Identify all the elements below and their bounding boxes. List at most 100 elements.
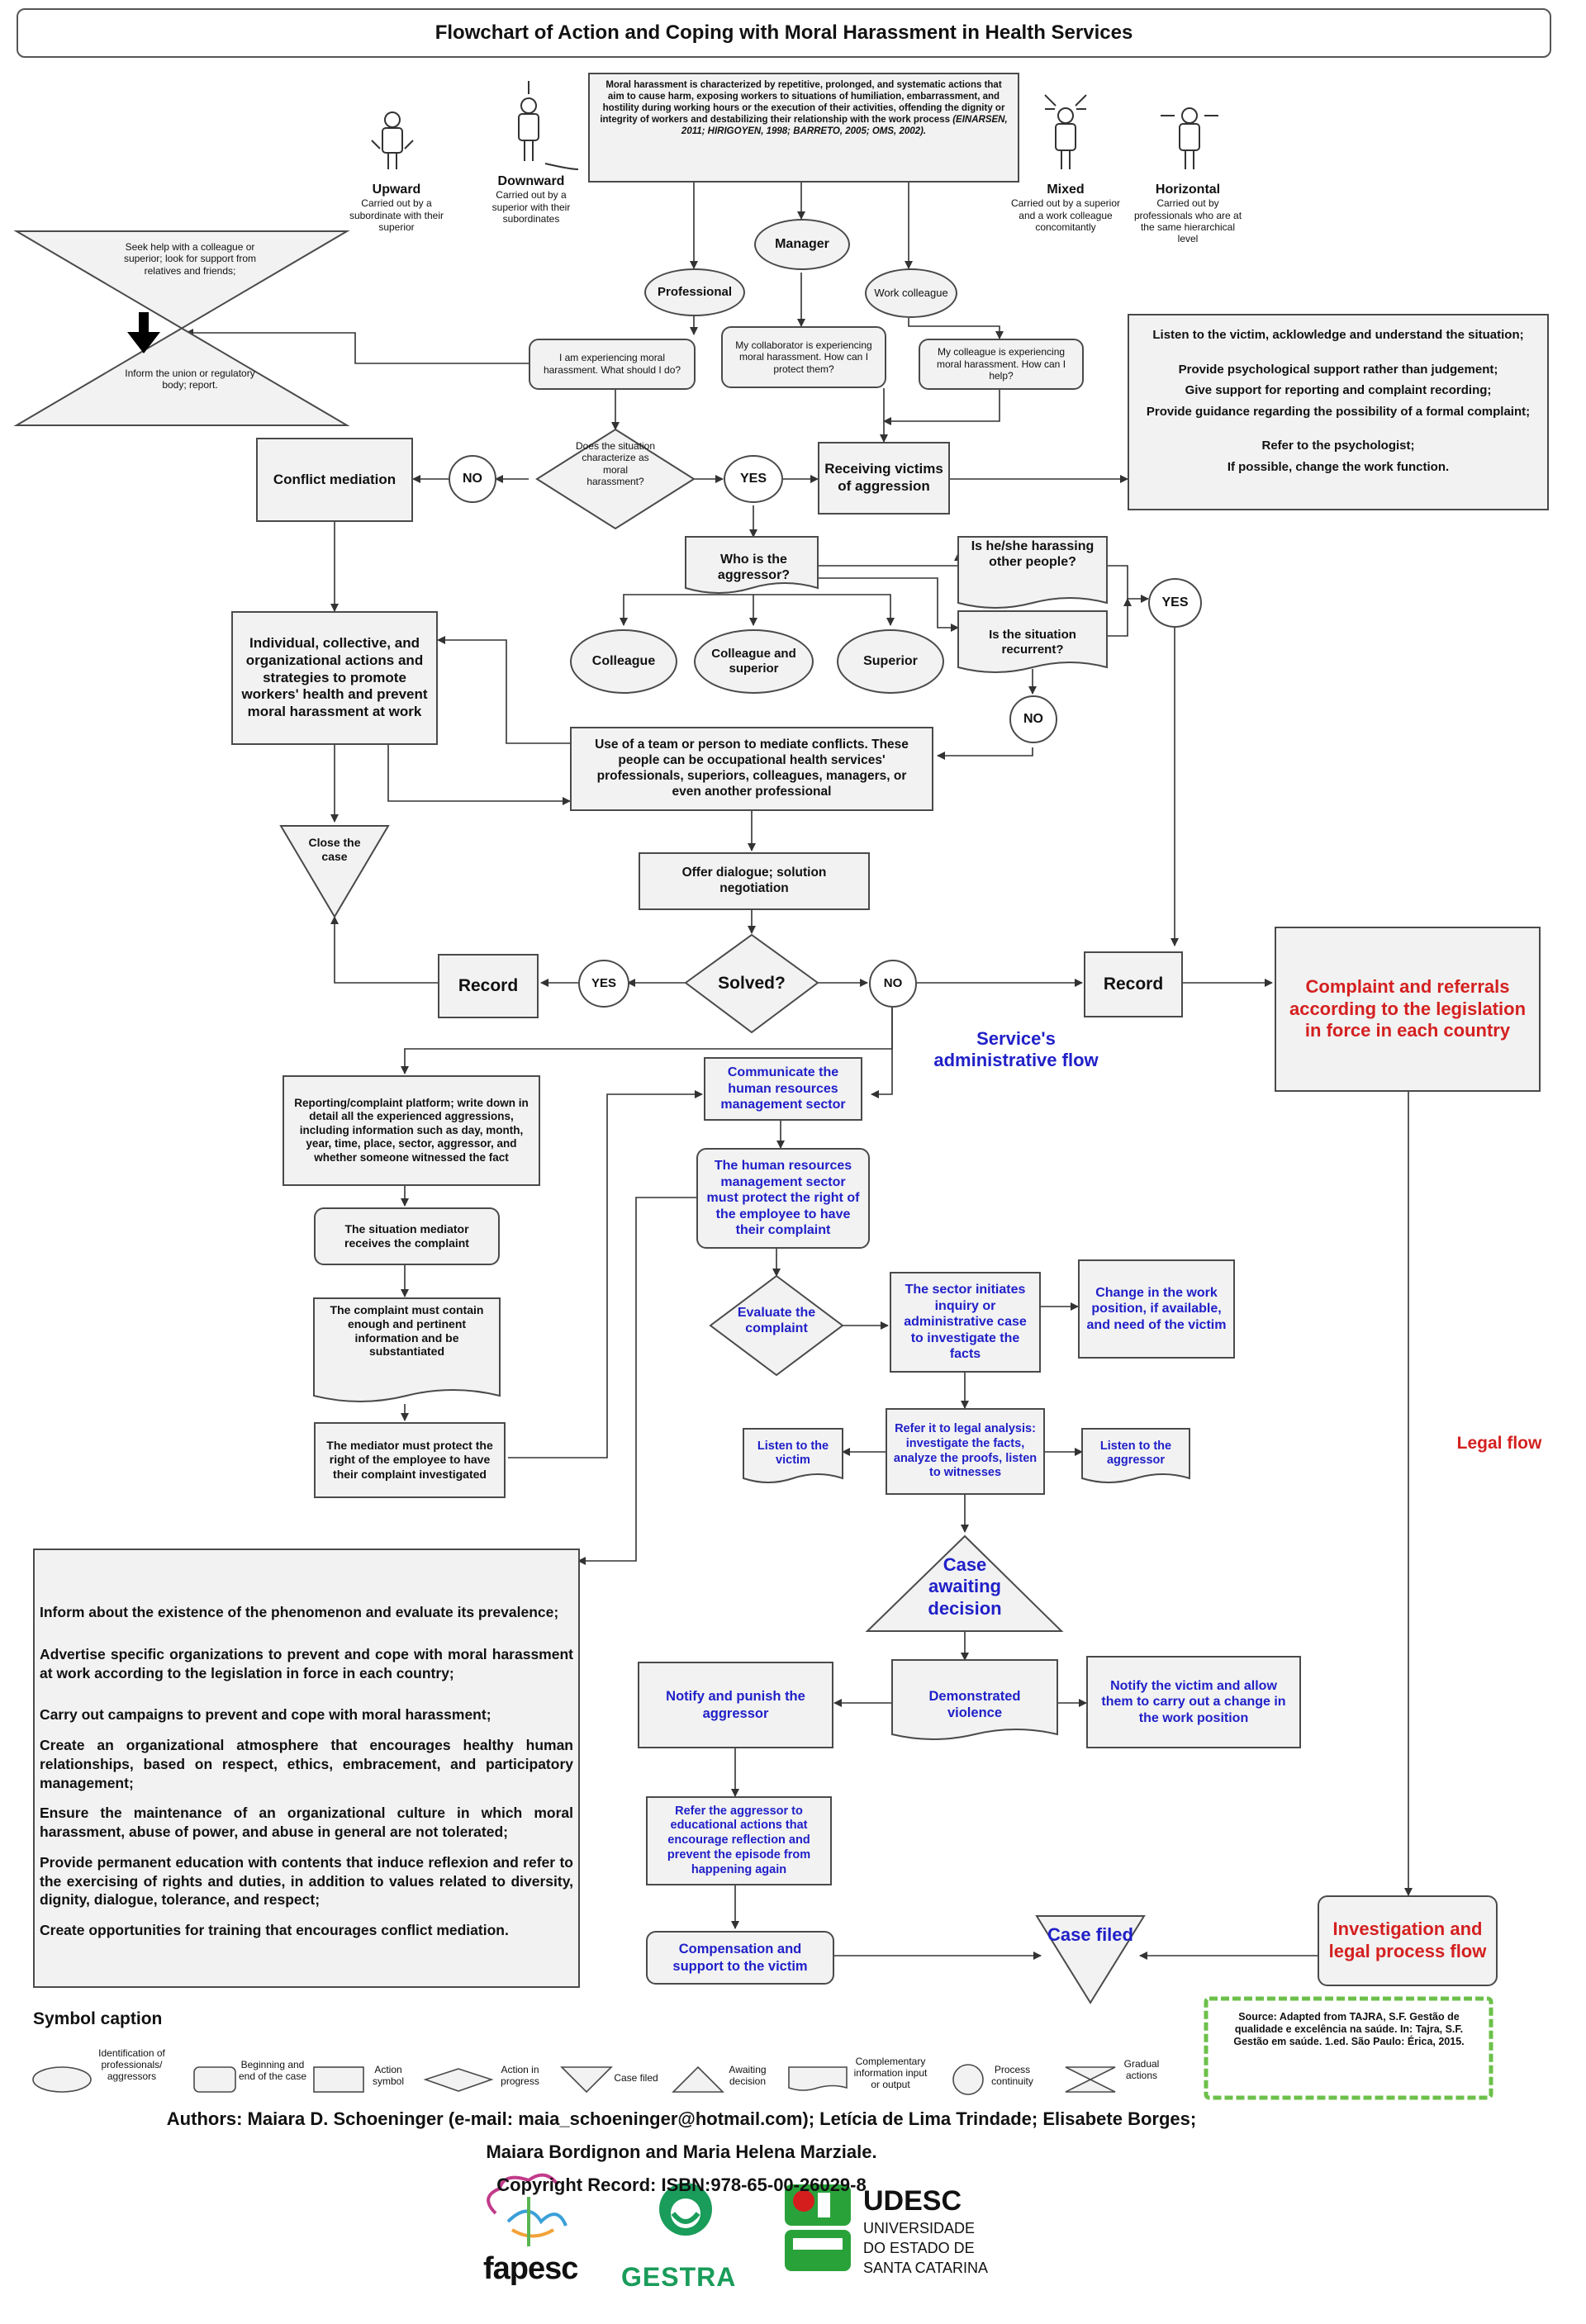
decision-diamond: [535, 428, 696, 530]
type-downward-name: Downward: [497, 174, 565, 188]
type-mixed-desc: Carried out by a superior and a work col…: [1010, 197, 1121, 233]
udesc-sub-1: UNIVERSIDADE: [863, 2220, 976, 2236]
udesc-logo-mark: [785, 2184, 851, 2271]
yes-circle-2: YES: [1148, 578, 1202, 628]
aggressor-colleague-superior: Colleague and superior: [694, 629, 814, 694]
definition-box: Moral harassment is characterized by rep…: [588, 73, 1019, 183]
mediator-team-box: Use of a team or person to mediate confl…: [570, 727, 933, 811]
harassing-others-label: Is he/she harassing other people?: [971, 539, 1095, 570]
figures: [371, 81, 1218, 170]
conflict-mediation-box: Conflict mediation: [256, 438, 413, 522]
sector-inquiry-box: The sector initiates inquiry or administ…: [890, 1272, 1041, 1373]
type-mixed-name: Mixed: [1047, 183, 1085, 197]
type-horizontal: Horizontal Carried out by professionals …: [1130, 182, 1246, 245]
source-note: Source: Adapted from TAJRA, S.F. Gestão …: [1233, 2011, 1465, 2047]
udesc-sub-3: SANTA CATARINA: [863, 2260, 989, 2276]
page-title: Flowchart of Action and Coping with Mora…: [17, 8, 1551, 58]
prevention-item: Carry out campaigns to prevent and cope …: [40, 1706, 491, 1724]
support-item: Provide guidance regarding the possibili…: [1146, 404, 1531, 419]
definition-citation: (EINARSEN, 2011; HIRIGOYEN, 1998; BARRET…: [681, 115, 1008, 137]
udesc-logo: UDESC: [863, 2185, 962, 2217]
prevention-item: Ensure the maintenance of an organizatio…: [40, 1805, 573, 1840]
prevention-item: Inform about the existence of the phenom…: [40, 1604, 559, 1620]
fapesc-logo-mark: [487, 2173, 567, 2246]
notify-punish-box: Notify and punish the aggressor: [638, 1662, 833, 1748]
no-circle-3: NO: [869, 960, 917, 1008]
aggressor-superior: Superior: [837, 629, 944, 694]
type-upward-desc: Carried out by a subordinate with their …: [349, 197, 444, 233]
type-mixed: Mixed Carried out by a superior and a wo…: [1009, 182, 1122, 233]
copyright: Copyright Record: ISBN:978-65-00-26029-8: [496, 2175, 867, 2195]
type-downward: Downward Carried out by a superior with …: [477, 173, 585, 225]
notify-victim-box: Notify the victim and allow them to carr…: [1086, 1656, 1301, 1748]
demonstrated-violence-label: Demonstrated violence: [928, 1689, 1021, 1720]
record-box-right: Record: [1084, 951, 1183, 1017]
listen-victim-label: Listen to the victim: [757, 1439, 829, 1468]
prevention-item: Create an organizational atmosphere that…: [40, 1737, 573, 1791]
support-item: Give support for reporting and complaint…: [1185, 383, 1492, 397]
mediator-receives-box: The situation mediator receives the comp…: [314, 1207, 500, 1265]
type-horizontal-desc: Carried out by professionals who are at …: [1133, 197, 1242, 245]
listen-aggressor-label: Listen to the aggressor: [1099, 1439, 1172, 1468]
statement-colleague: My colleague is experiencing moral haras…: [919, 339, 1084, 390]
no-circle-1: NO: [449, 455, 496, 503]
receiving-victims-box: Receiving victims of aggression: [818, 442, 950, 515]
compensation-box: Compensation and support to the victim: [646, 1931, 834, 1985]
caption-awaiting-decision: Awaiting decision: [729, 2064, 767, 2087]
gradual-actions-shape: [13, 230, 350, 426]
hr-protect-box: The human resources management sector mu…: [696, 1148, 870, 1249]
close-case-label: Close the case: [308, 836, 361, 863]
definition-text: Moral harassment is characterized by rep…: [600, 80, 1005, 126]
support-item: Listen to the victim, acklowledge and un…: [1152, 328, 1524, 342]
udesc-sub-2: DO ESTADO DE: [863, 2240, 975, 2256]
prevention-list: Inform about the existence of the phenom…: [33, 1549, 580, 1988]
authors-line-1: Authors: Maiara D. Schoeninger (e-mail: …: [166, 2108, 1197, 2129]
case-awaiting-label: Case awaiting decision: [928, 1554, 1002, 1619]
prevention-item: Advertise specific organizations to prev…: [40, 1645, 573, 1681]
caption-identification: Identification of professionals/ aggress…: [98, 2047, 165, 2082]
record-box-left: Record: [438, 954, 539, 1018]
caption-process-continuity: Process continuity: [991, 2064, 1033, 2087]
caption-beginning-end: Beginning and end of the case: [238, 2059, 307, 2082]
refer-legal-box: Refer it to legal analysis: investigate …: [886, 1408, 1045, 1495]
support-item: If possible, change the work function.: [1227, 459, 1450, 474]
caption-gradual-actions: Gradual actions: [1123, 2058, 1160, 2081]
caption-case-filed: Case filed: [614, 2072, 658, 2084]
legal-flow-label: Legal flow: [1456, 1434, 1542, 1453]
yes-circle-3: YES: [578, 960, 629, 1008]
type-upward-name: Upward: [372, 183, 421, 197]
yes-circle-1: YES: [724, 455, 783, 503]
complaint-contain-label: The complaint must contain enough and pe…: [330, 1303, 484, 1359]
caption-complementary: Complementary information input or outpu…: [853, 2056, 928, 2090]
who-aggressor-label: Who is the aggressor?: [717, 553, 791, 583]
caption-title: Symbol caption: [33, 2009, 163, 2028]
type-horizontal-name: Horizontal: [1155, 183, 1221, 197]
decision-harassment-label: Does the situation characterize as moral…: [575, 440, 656, 488]
gestra-logo: GESTRA: [621, 2262, 737, 2292]
refer-educational-box: Refer the aggressor to educational actio…: [646, 1796, 832, 1885]
no-circle-2: NO: [1009, 695, 1057, 743]
type-upward: Upward Carried out by a subordinate with…: [343, 182, 450, 233]
complaint-referrals-box: Complaint and referrals according to the…: [1275, 927, 1541, 1092]
caption-action-progress: Action in progress: [501, 2064, 539, 2087]
aggressor-colleague: Colleague: [570, 629, 677, 694]
statement-professional: I am experiencing moral harassment. What…: [529, 339, 696, 390]
caption-action: Action symbol: [372, 2064, 404, 2087]
prevention-item: Create opportunities for training that e…: [40, 1922, 509, 1938]
actor-work-colleague: Work colleague: [865, 268, 957, 318]
support-item: Provide psychological support rather tha…: [1178, 362, 1498, 377]
support-item: Refer to the psychologist;: [1261, 439, 1415, 453]
offer-dialogue-box: Offer dialogue; solution negotiation: [639, 852, 870, 910]
seek-help-top: Seek help with a colleague or superior; …: [123, 241, 257, 277]
seek-help-bottom: Inform the union or regulatory body; rep…: [125, 368, 255, 391]
investigation-box: Investigation and legal process flow: [1318, 1895, 1498, 1986]
prevention-item: Provide permanent education with content…: [40, 1853, 573, 1909]
communicate-hr-box: Communicate the human resources manageme…: [704, 1057, 862, 1121]
actor-manager: Manager: [754, 219, 850, 270]
fapesc-logo: fapesc: [483, 2251, 578, 2286]
statement-manager: My collaborator is experiencing moral ha…: [721, 326, 886, 388]
actor-professional: Professional: [644, 268, 745, 316]
mediator-protect-box: The mediator must protect the right of t…: [314, 1422, 506, 1498]
type-downward-desc: Carried out by a superior with their sub…: [491, 189, 571, 225]
authors-line-2: Maiara Bordignon and Maria Helena Marzia…: [486, 2141, 877, 2162]
